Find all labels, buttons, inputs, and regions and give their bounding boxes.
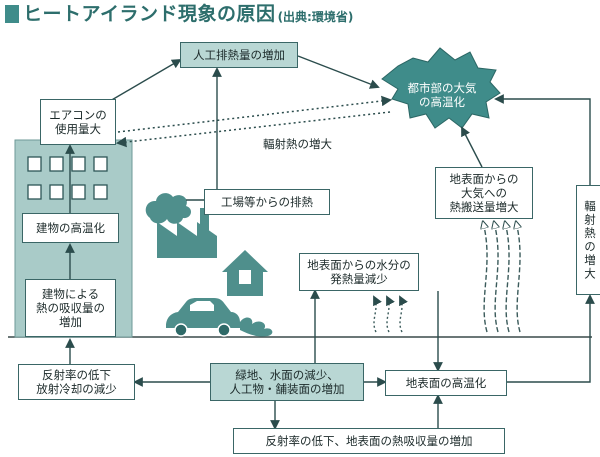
title-main: ヒートアイランド現象の原因 <box>23 3 276 25</box>
heat-transfer-arrows <box>483 222 520 333</box>
evaporation-arrows <box>373 295 408 333</box>
title-square-icon <box>5 5 19 23</box>
building-windows <box>27 156 108 200</box>
node-surface-to-air: 地表面からの 大気への 熱搬送量増大 <box>435 167 533 219</box>
node-reflectance-absorption-increase: 反射率の低下、地表面の熱吸収量の増加 <box>233 428 505 454</box>
house-illustration <box>222 250 268 296</box>
node-urban-heating: 都市部の大気 の高温化 <box>407 81 477 109</box>
node-reflectance-cooling-decrease: 反射率の低下 放射冷却の減少 <box>18 364 135 400</box>
flow-arrows <box>65 55 595 430</box>
diagram-title: ヒートアイランド現象の原因 (出典:環境省) <box>5 2 353 26</box>
node-exhaust-increase: 人工排熱量の増加 <box>180 42 298 68</box>
label-radiation-heat-increase: 輻射熱の増大 <box>263 137 332 151</box>
node-aircon-use: エアコンの 使用量大 <box>40 99 116 145</box>
urban-heating-cloud <box>381 47 501 129</box>
node-surface-heating: 地表面の高温化 <box>385 370 507 396</box>
node-radiation-heat-vertical: 輻射熱の増大 <box>576 185 600 295</box>
node-factory-exhaust: 工場等からの排熱 <box>204 189 330 215</box>
node-green-water-decrease: 緑地、水面の減少、 人工物・舗装面の増加 <box>210 363 364 401</box>
node-building-heating: 建物の高温化 <box>22 213 119 243</box>
node-building-absorption: 建物による 熱の吸収量の 増加 <box>25 279 116 337</box>
factory-illustration <box>145 193 217 258</box>
node-water-evaporation-decrease: 地表面からの水分の 発熱量減少 <box>299 253 419 291</box>
title-source: (出典:環境省) <box>277 10 354 24</box>
car-illustration <box>166 298 273 337</box>
radiation-dotted-arrows <box>115 95 393 148</box>
